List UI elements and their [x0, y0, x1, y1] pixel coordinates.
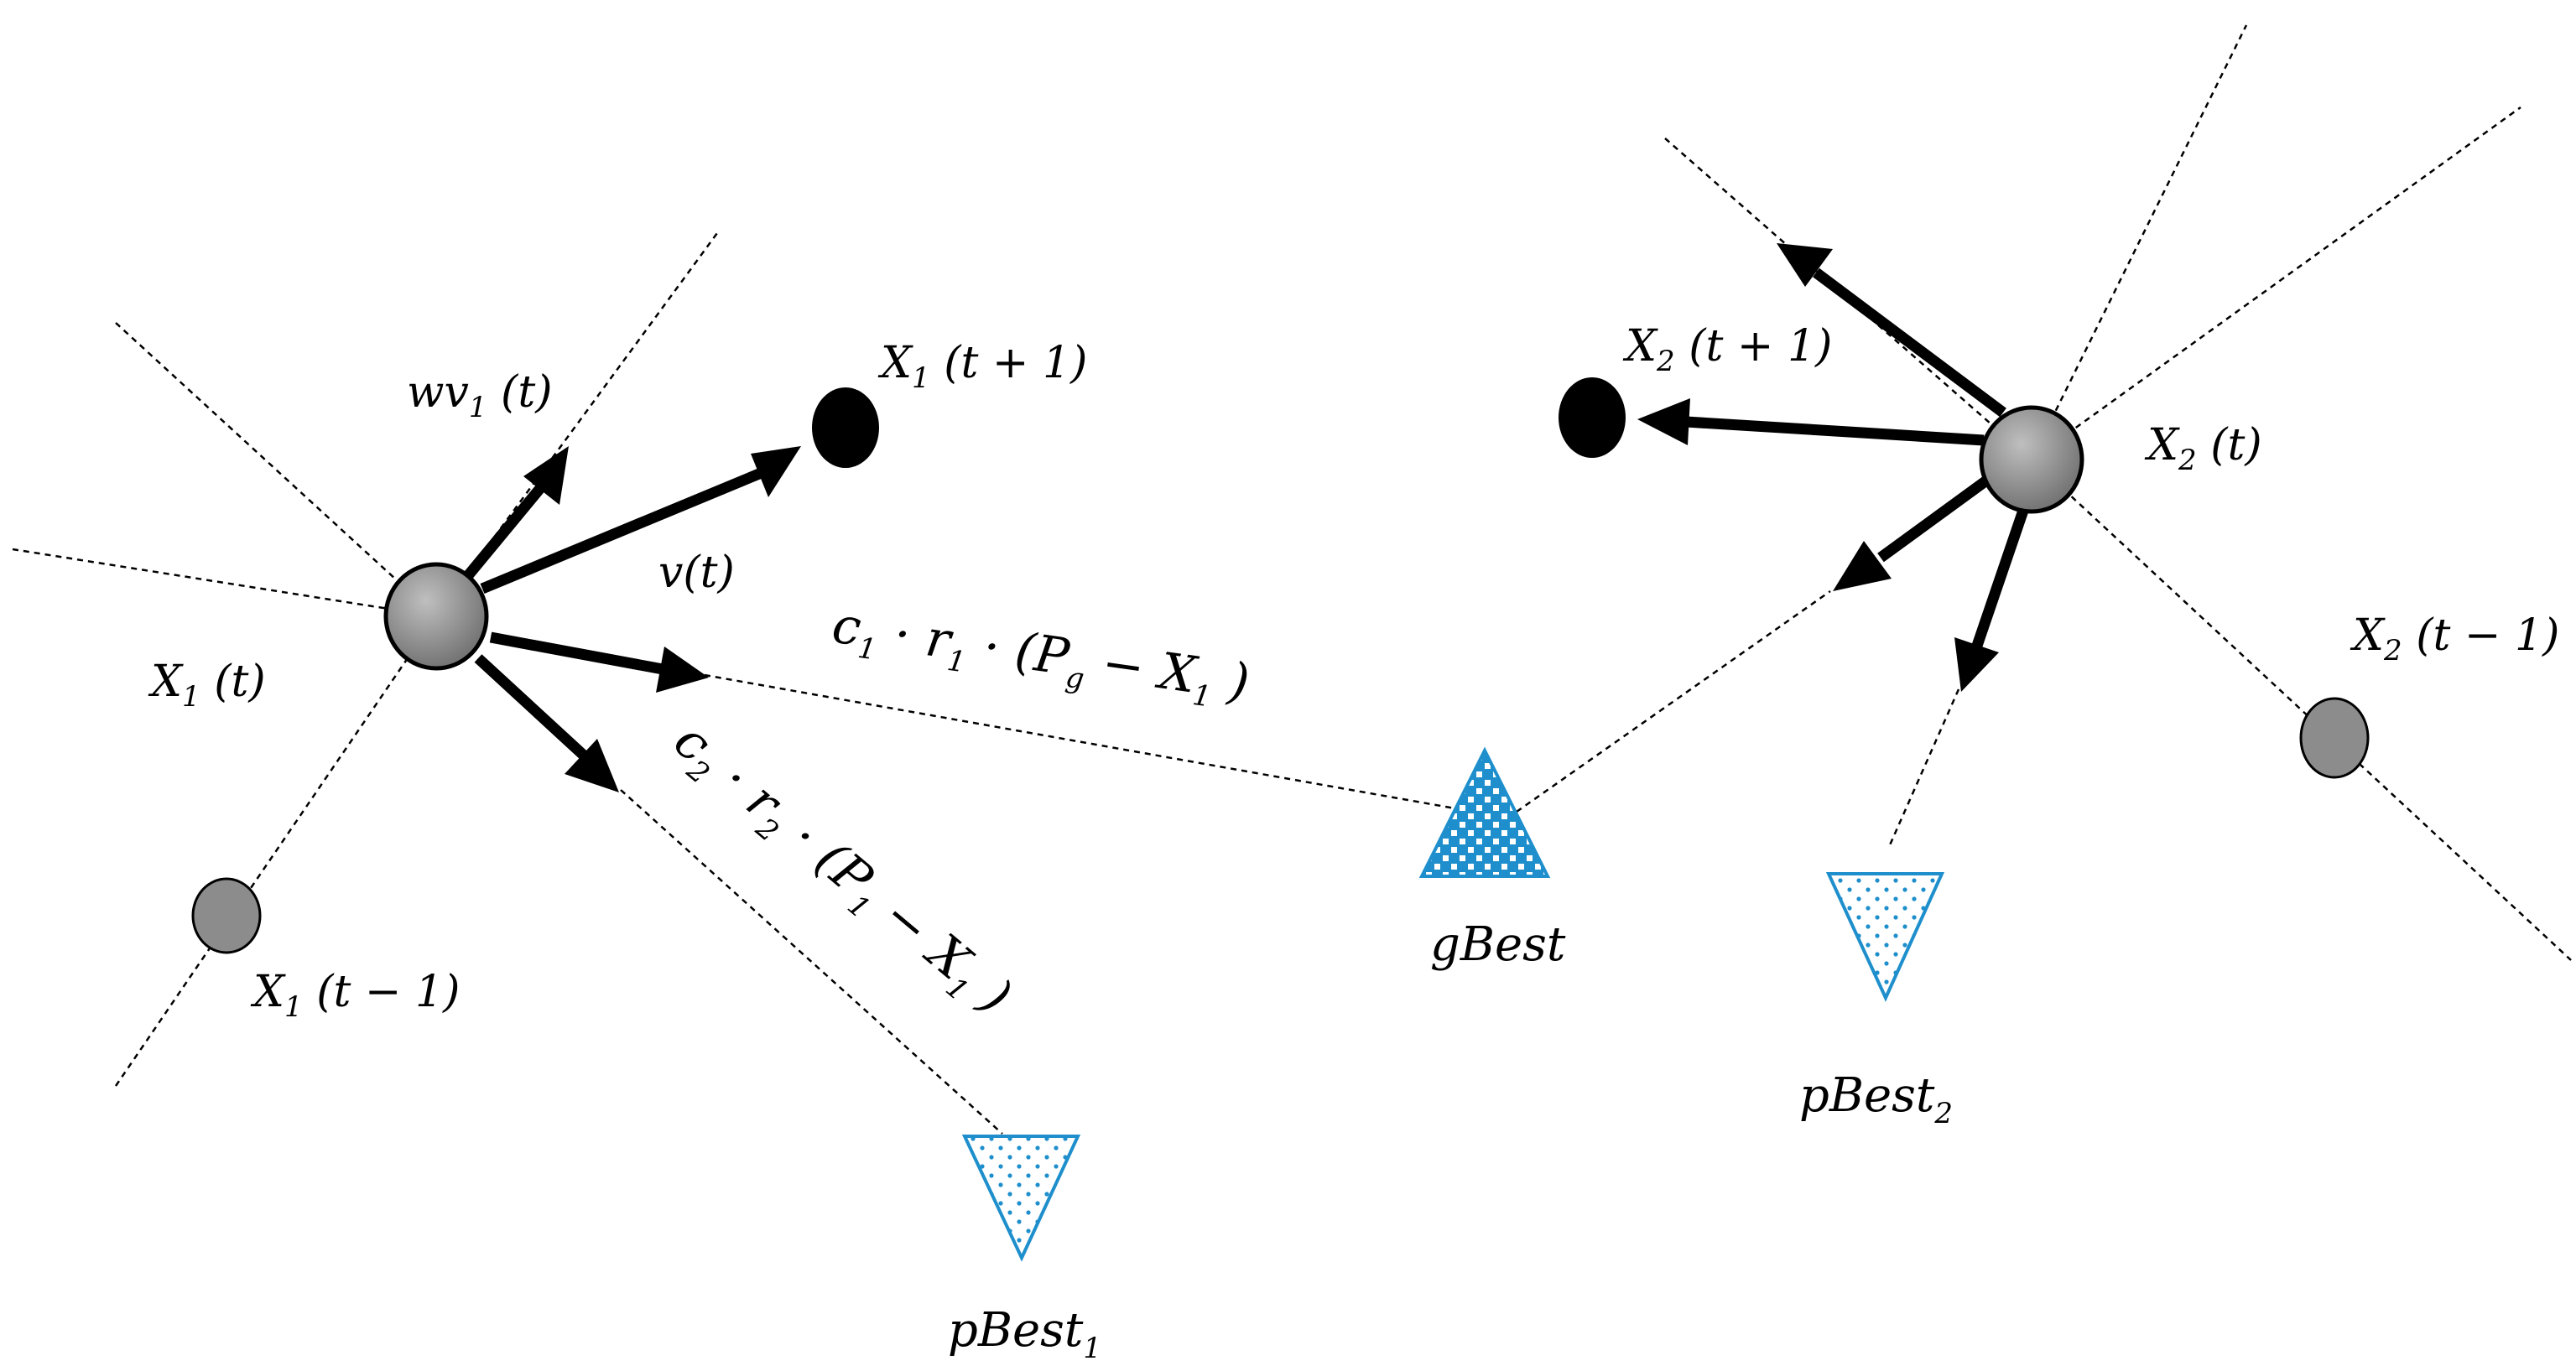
label-gbest: gBest	[1430, 917, 1566, 972]
particle1-arrows	[461, 446, 801, 792]
arrow-inertia-head	[523, 446, 569, 505]
particle2-nodes	[1559, 377, 2370, 779]
particle1-previous-node	[191, 877, 262, 954]
arrow-social-2-head	[1833, 541, 1892, 591]
arrow-cognitive	[474, 654, 587, 759]
arrow-social-2	[1877, 471, 1996, 563]
particle2-previous-node	[2299, 697, 2370, 779]
arrow-inertia-2	[1813, 267, 2006, 418]
guide-line-upper-left	[115, 322, 437, 617]
guide-line-right-2	[2031, 106, 2521, 461]
arrow-inertia-2-head	[1777, 243, 1833, 287]
particle2-current-node	[1979, 405, 2084, 514]
pbest2-marker	[1825, 872, 1945, 1002]
arrow-velocity-2-head	[1637, 398, 1690, 445]
label-x1-current: X1 (t)	[148, 657, 266, 714]
label-social-term: c1 · r1 · (Pg − X1 )	[828, 596, 1253, 719]
particle1-next-node	[812, 387, 879, 468]
guide-line-cognitive	[620, 789, 1003, 1135]
particle2-arrows	[1637, 243, 2032, 692]
arrow-velocity	[480, 468, 762, 595]
particle1-current-node	[383, 562, 489, 671]
guide-line-lower-right-2	[2031, 459, 2572, 961]
arrow-social-head	[656, 647, 709, 693]
label-x2-next: X2 (t + 1)	[1622, 321, 1832, 378]
gbest-marker	[1418, 746, 1551, 878]
arrow-velocity-head	[751, 446, 801, 497]
label-pbest1: pBest1	[948, 1303, 1101, 1365]
label-x1-previous: X1 (t − 1)	[250, 967, 460, 1024]
arrow-inertia	[461, 478, 550, 583]
arrow-cognitive-2-head	[1954, 637, 1999, 692]
guide-line-social	[704, 673, 1460, 811]
particle2-guide-lines	[1516, 24, 2572, 961]
label-pbest2: pBest2	[1799, 1068, 1953, 1130]
particle2-next-node	[1559, 377, 1626, 458]
label-x1-next: X1 (t + 1)	[877, 338, 1087, 395]
label-cognitive-term: c2 · r2 · (P1 − X1 )	[658, 711, 1023, 1031]
label-x2-current: X2 (t)	[2144, 420, 2262, 477]
arrow-social	[489, 631, 664, 675]
arrow-cognitive-2	[1971, 501, 2032, 648]
guide-line-trajectory	[114, 615, 438, 1087]
pbest1-marker	[961, 1135, 1081, 1262]
label-velocity: v(t)	[658, 548, 735, 598]
guide-line-steep-2	[2030, 24, 2248, 460]
guide-line-cognitive-2	[1887, 688, 1960, 848]
label-inertia: wv1 (t)	[407, 367, 553, 424]
arrow-velocity-2	[1685, 416, 1985, 446]
label-x2-previous: X2 (t − 1)	[2350, 610, 2559, 667]
arrow-cognitive-head	[565, 739, 619, 792]
particle1-nodes	[191, 387, 879, 954]
guide-line-social-2	[1516, 590, 1831, 813]
